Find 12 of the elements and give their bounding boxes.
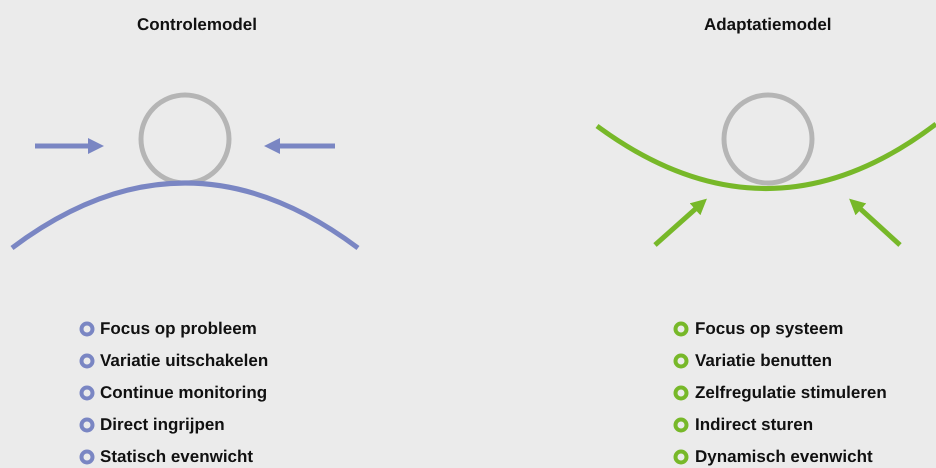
list-item: Variatie benutten [695,351,832,371]
list-item: Variatie uitschakelen [100,351,268,371]
list-item: Focus op probleem [100,319,257,339]
list-item: Continue monitoring [100,383,268,403]
list-item: Dynamisch evenwicht [695,447,873,467]
list-item: Indirect sturen [695,415,814,435]
list-item: Focus op systeem [695,319,844,339]
list-item: Direct ingrijpen [100,415,225,435]
heading: Controlemodel [137,15,257,35]
heading: Adaptatiemodel [704,15,832,35]
list-item: Statisch evenwicht [100,447,254,467]
list-item: Zelfregulatie stimuleren [695,383,887,403]
